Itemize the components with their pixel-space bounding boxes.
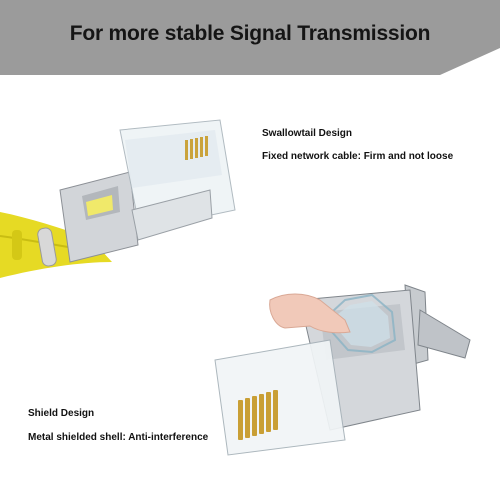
top-gold-pins [185, 136, 208, 160]
bottom-connector-illustration [214, 284, 471, 456]
bottom-clear-body [214, 339, 346, 456]
bottom-feature-title: Shield Design [28, 408, 95, 419]
top-feature-title: Swallowtail Design [262, 128, 353, 139]
bottom-gold-pins [238, 390, 278, 440]
hand [269, 293, 351, 334]
top-connector-illustration [0, 119, 236, 278]
top-metal-shell [59, 171, 139, 263]
top-feature-description: Fixed network cable: Firm and not loose [262, 151, 454, 162]
bottom-feature-description: Metal shielded shell: Anti-interference [28, 432, 209, 443]
title-banner: For more stable Signal Transmission [0, 0, 500, 75]
banner-title: For more stable Signal Transmission [69, 22, 431, 45]
banner-background [0, 0, 500, 75]
